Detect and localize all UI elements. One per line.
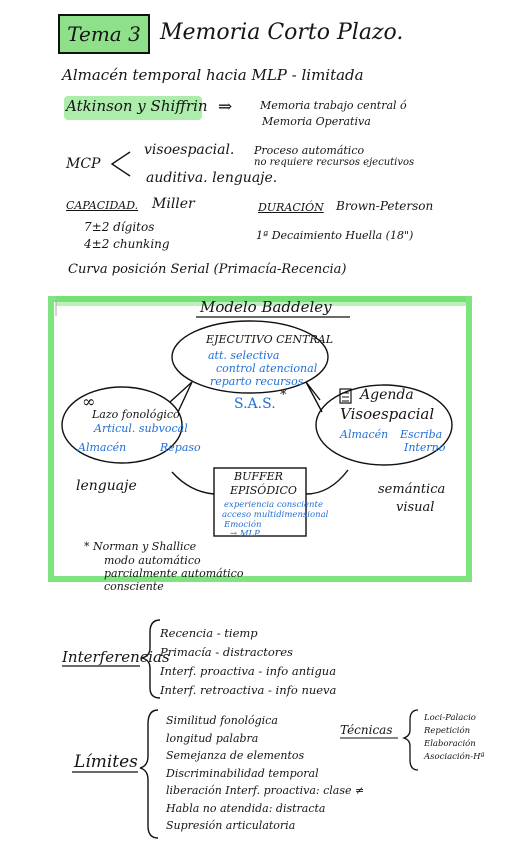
list-item: Habla no atendida: distracta — [166, 801, 326, 815]
atkinson-label: Atkinson y Shiffrin — [66, 97, 208, 115]
duracion-author: Brown-Peterson — [336, 199, 434, 213]
atkinson-note-2: Memoria Operativa — [262, 115, 371, 128]
capacidad-line-2: 4±2 chunking — [84, 237, 170, 251]
buffer-item-2: acceso multidimensional — [222, 510, 329, 520]
capacidad-author: Miller — [152, 196, 195, 212]
semantica-label-2: visual — [396, 500, 435, 515]
central-item-3: reparto recursos — [210, 375, 304, 388]
tecnicas-label: Técnicas — [340, 723, 393, 737]
central-item-2: control atencional — [216, 362, 318, 375]
intro-line: Almacén temporal hacia MLP - limitada — [62, 66, 364, 84]
arrow-icon: ⇒ — [218, 97, 233, 117]
green-highlight — [64, 96, 202, 120]
buffer-title-1: BUFFER — [234, 470, 283, 483]
topic-tag: Tema 3 — [58, 14, 150, 54]
central-title: EJECUTIVO CENTRAL — [206, 333, 334, 346]
page-title: Memoria Corto Plazo. — [160, 20, 404, 45]
agenda-right-1: Escriba — [400, 428, 443, 441]
semantica-label-1: semántica — [378, 482, 446, 497]
norman-item-1: modo automático — [104, 554, 201, 567]
agenda-right-2: Interno — [404, 441, 446, 454]
list-item: Interf. retroactiva - info nueva — [160, 683, 337, 697]
list-item: Discriminabilidad temporal — [166, 766, 319, 780]
interferencias-list: Recencia - tiemp Primacía - distractores… — [160, 624, 336, 700]
buffer-title-2: EPISÓDICO — [230, 484, 297, 497]
tecnicas-list: Loci-Palacio Repetición Elaboración Asoc… — [424, 712, 485, 764]
lazo-left: Almacén — [78, 441, 127, 454]
norman-item-2: parcialmente automático — [104, 567, 244, 580]
mcp-visual: visoespacial. — [144, 142, 235, 158]
mcp-visual-note-1: Proceso automático — [254, 144, 365, 157]
agenda-title-1: Agenda — [360, 387, 414, 403]
agenda-left: Almacén — [340, 428, 389, 441]
limites-list: Similitud fonológica longitud palabra Se… — [166, 712, 364, 835]
lazo-title: Lazo fonológico — [92, 408, 180, 421]
duracion-label: DURACIÓN — [258, 201, 324, 214]
central-item-1: att. selectiva — [208, 349, 280, 362]
sas-mark: * — [280, 388, 287, 403]
baddeley-title: Modelo Baddeley — [200, 298, 332, 316]
capacidad-label: CAPACIDAD. — [66, 199, 139, 212]
list-item: Supresión articulatoria — [166, 819, 296, 832]
atkinson-note-1: Memoria trabajo central ó — [260, 99, 407, 112]
list-item: Similitud fonológica — [166, 714, 278, 727]
list-item: Repetición — [424, 726, 471, 736]
list-item: Primacía - distractores — [160, 645, 293, 659]
agenda-title-2: Visoespacial — [340, 405, 435, 423]
buffer-item-4: → MLP — [230, 529, 260, 539]
mcp-visual-note-2: no requiere recursos ejecutivos — [254, 157, 415, 168]
list-item: Recencia - tiemp — [160, 626, 258, 640]
lazo-sub: Articul. subvocal — [94, 422, 188, 435]
lenguaje-label: lenguaje — [76, 478, 137, 494]
list-item: Semejanza de elementos — [166, 749, 305, 762]
list-item: longitud palabra — [166, 731, 259, 745]
list-item: Asociación-Hª — [424, 752, 485, 762]
curva-serial: Curva posición Serial (Primacía-Recencia… — [68, 262, 347, 277]
lazo-icon: ∞ — [82, 392, 96, 411]
interferencias-label: Interferencias — [62, 648, 170, 666]
list-item: Interf. proactiva - info antigua — [160, 664, 337, 678]
buffer-item-1: experiencia consciente — [224, 500, 323, 510]
lazo-right: Repaso — [160, 441, 201, 454]
capacidad-line-1: 7±2 dígitos — [84, 220, 155, 234]
buffer-item-3: Emoción — [224, 520, 262, 530]
mcp-auditiva: auditiva. lenguaje. — [146, 170, 278, 186]
duracion-line-1: 1ª Decaimiento Huella (18") — [256, 229, 414, 242]
norman-title: * Norman y Shallice — [84, 540, 197, 553]
list-item: Elaboración — [424, 739, 476, 749]
norman-item-3: consciente — [104, 580, 164, 593]
list-item: Loci-Palacio — [424, 713, 476, 723]
list-item: liberación Interf. proactiva: clase ≠ — [166, 784, 365, 797]
baddeley-frame — [48, 296, 472, 582]
mcp-label: MCP — [66, 156, 101, 172]
sas-label: S.A.S. — [234, 396, 276, 412]
limites-label: Límites — [74, 752, 138, 772]
